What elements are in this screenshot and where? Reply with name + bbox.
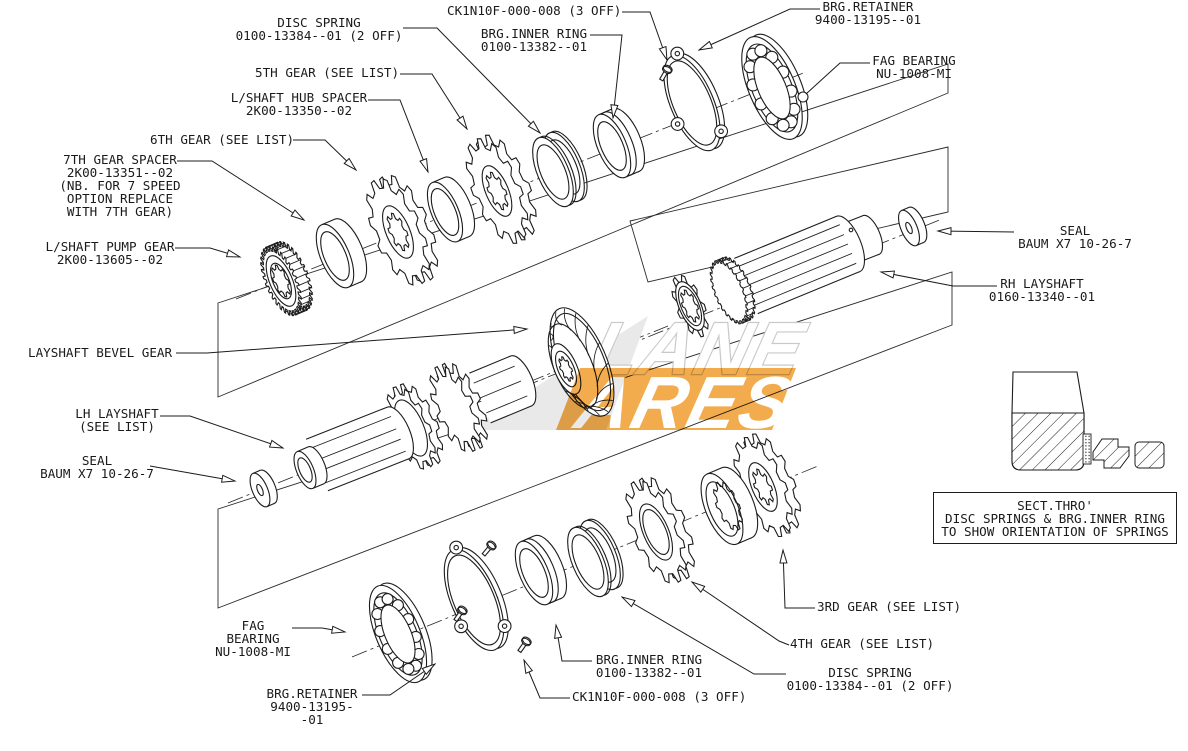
label-lh-layshaft: LH LAYSHAFT (SEE LIST) [72, 407, 162, 433]
label-brg-inner-ring-top: BRG.INNER RING 0100-13382--01 [478, 27, 590, 53]
label-lshaft-pump-gear: L/SHAFT PUMP GEAR 2K00-13605--02 [40, 240, 180, 266]
label-disc-spring-bottom: DISC SPRING 0100-13384--01 (2 OFF) [785, 666, 955, 692]
label-seal-bottom: SEAL BAUM X7 10-26-7 [36, 454, 158, 480]
label-ck1n10f-bottom: CK1N10F-000-008 (3 OFF) [572, 690, 762, 703]
parts-lineart [246, 26, 931, 690]
label-brg-retainer-top: BRG.RETAINER 9400-13195--01 [814, 0, 922, 26]
label-lshaft-hub-spacer: L/SHAFT HUB SPACER 2K00-13350--02 [228, 91, 370, 117]
label-fag-bearing-top: FAG BEARING NU-1008-MI [870, 54, 958, 80]
label-seal-top: SEAL BAUM X7 10-26-7 [1014, 224, 1136, 250]
label-5th-gear: 5TH GEAR (SEE LIST) [255, 66, 405, 79]
section-inset [1012, 372, 1164, 470]
label-fag-bearing-bottom: FAG BEARING NU-1008-MI [212, 619, 294, 658]
label-rh-layshaft: RH LAYSHAFT 0160-13340--01 [984, 277, 1100, 303]
watermark-band [556, 368, 796, 430]
label-brg-retainer-bottom: BRG.RETAINER 9400-13195--01 [262, 687, 362, 726]
section-note-box: SECT.THRO' DISC SPRINGS & BRG.INNER RING… [933, 492, 1177, 544]
label-7th-gear-spacer: 7TH GEAR SPACER 2K00-13351--02 (NB. FOR … [50, 153, 190, 218]
label-layshaft-bevel-gear: LAYSHAFT BEVEL GEAR [28, 346, 188, 359]
label-3rd-gear: 3RD GEAR (SEE LIST) [817, 600, 972, 613]
label-ck1n10f-top: CK1N10F-000-008 (3 OFF) [447, 4, 637, 17]
label-6th-gear: 6TH GEAR (SEE LIST) [150, 133, 300, 146]
label-brg-inner-ring-bottom: BRG.INNER RING 0100-13382--01 [592, 653, 706, 679]
label-4th-gear: 4TH GEAR (SEE LIST) [790, 637, 945, 650]
label-disc-spring-top: DISC SPRING 0100-13384--01 (2 OFF) [235, 16, 403, 42]
